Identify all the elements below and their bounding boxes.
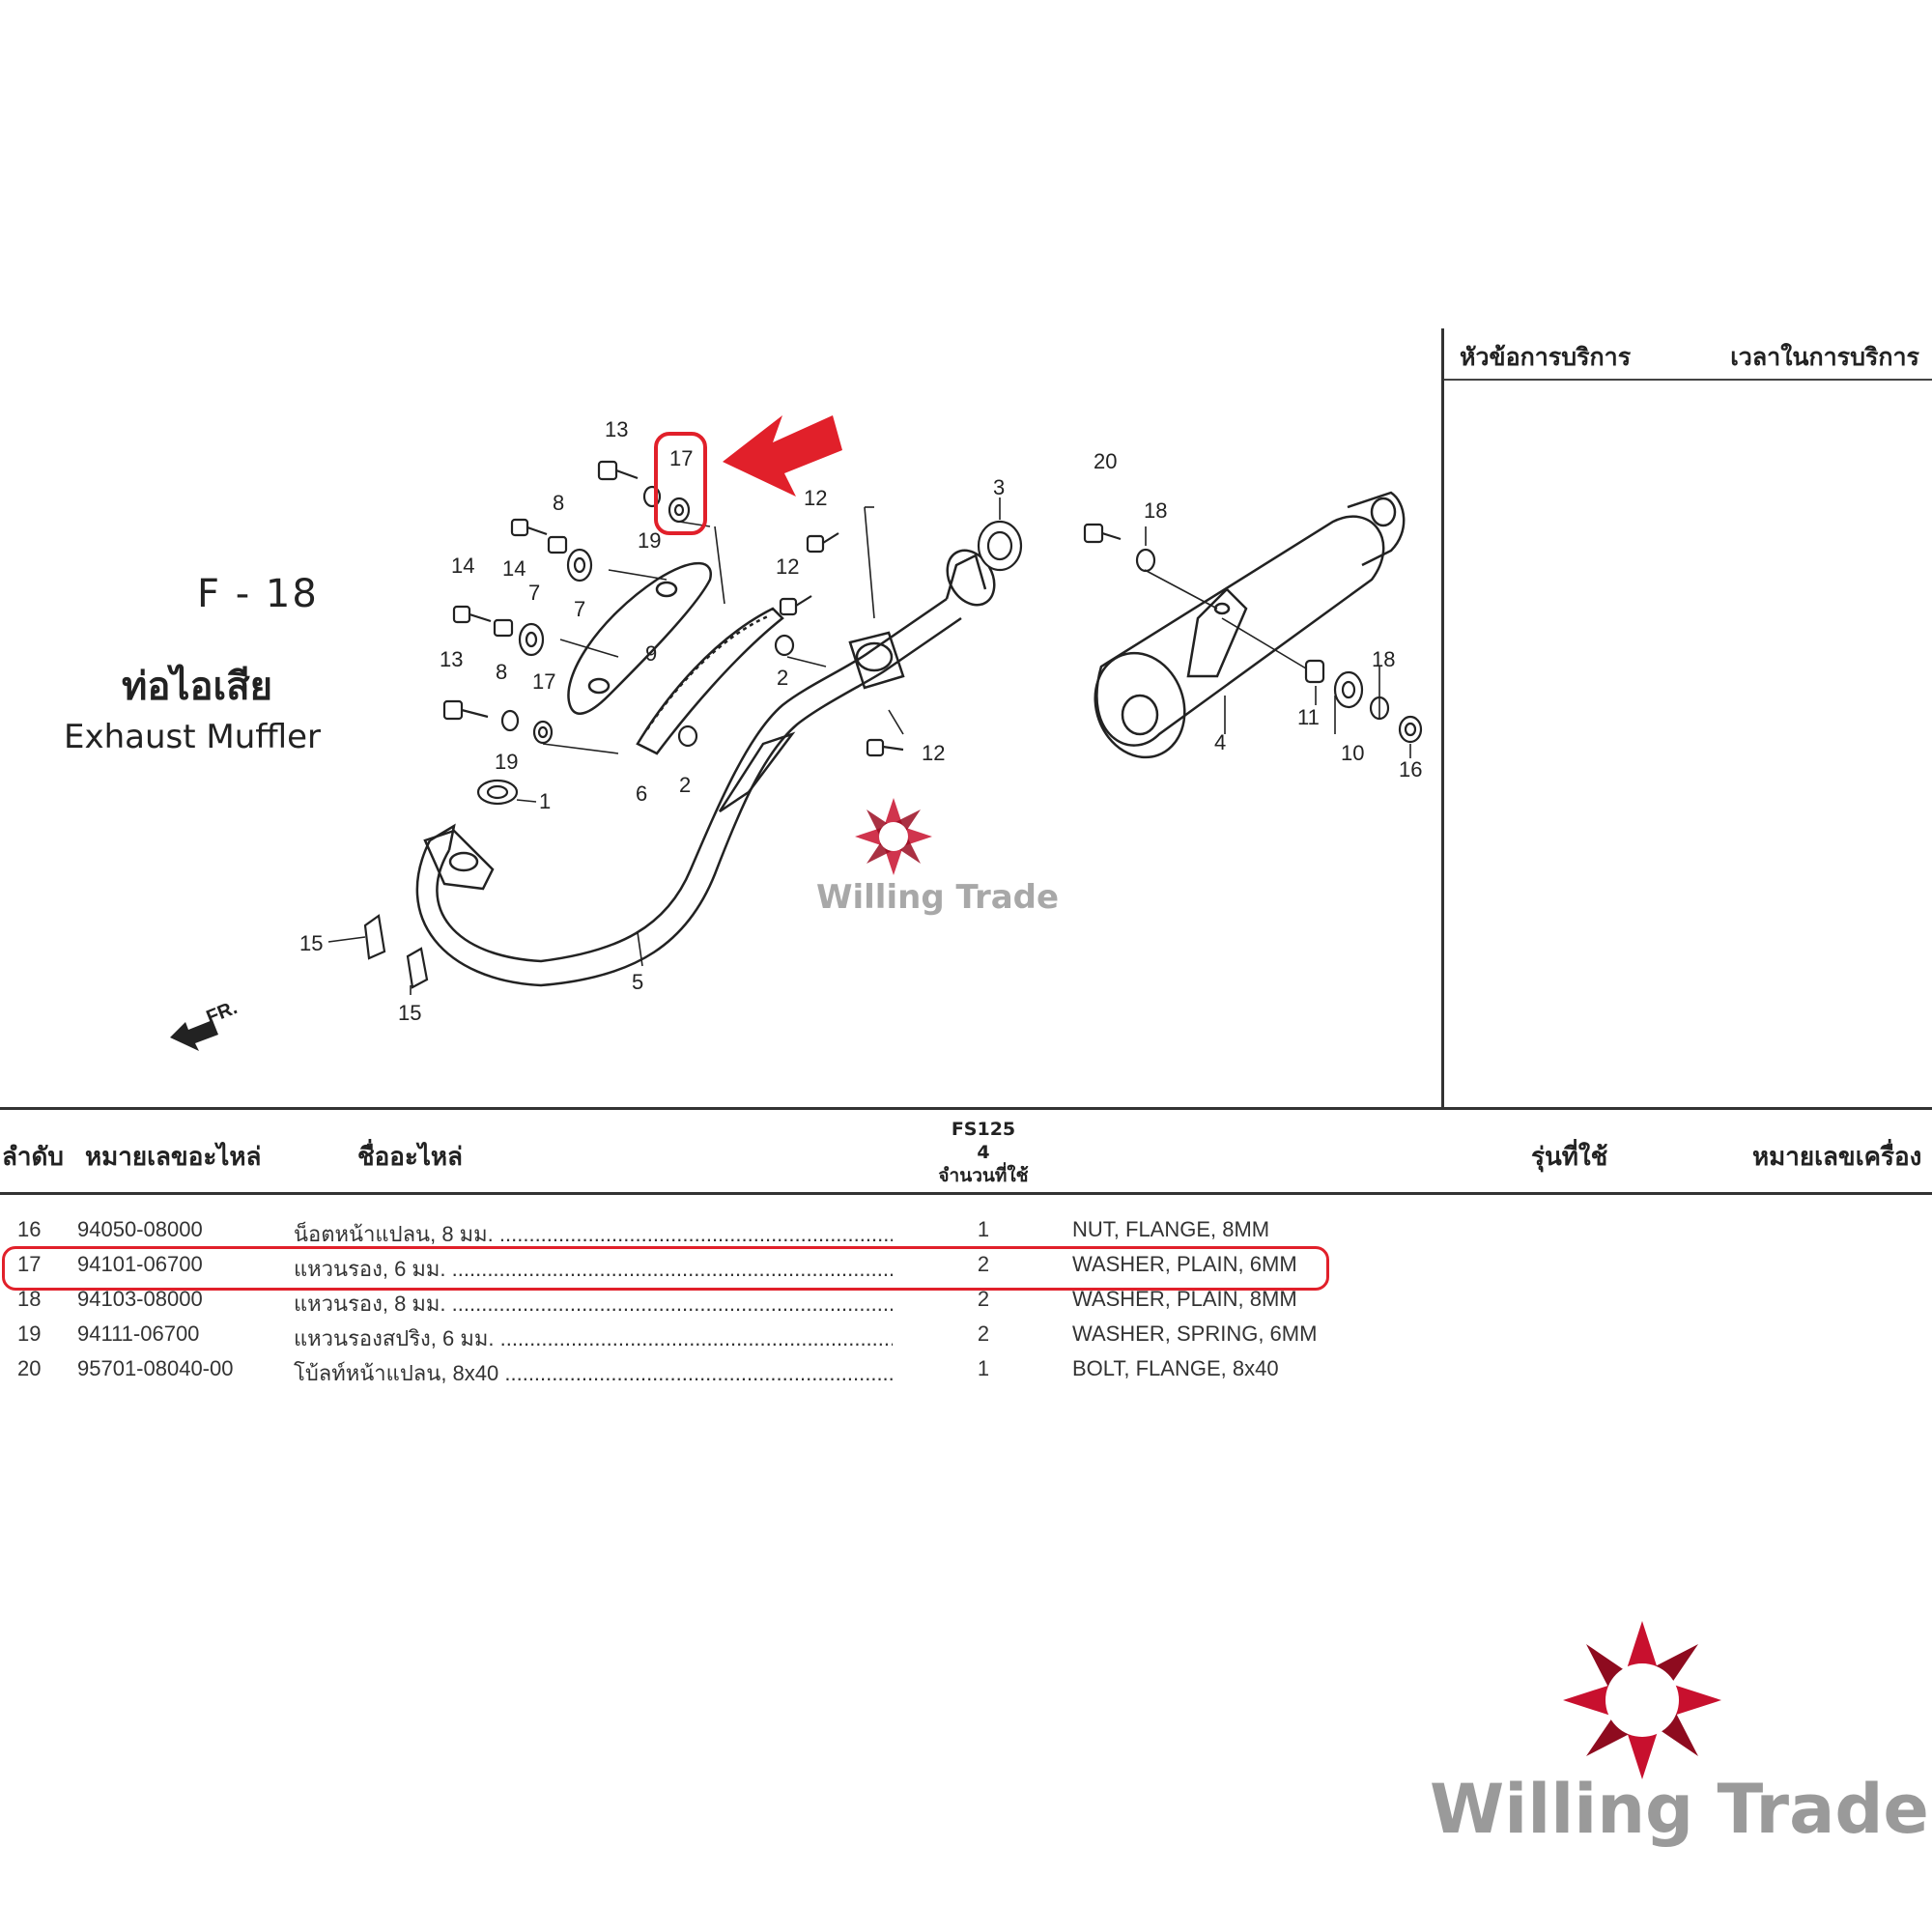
service-panel: หัวข้อการบริการ เวลาในการบริการ [1441, 328, 1932, 1107]
callout-7-a: 7 [528, 581, 540, 605]
callout-2-b: 2 [679, 773, 691, 797]
row-17-highlight [2, 1246, 1329, 1291]
title-english: Exhaust Muffler [64, 718, 322, 756]
callout-18-right: 18 [1372, 647, 1395, 671]
row-part-no: 94111-06700 [77, 1321, 200, 1346]
row-name-en: WASHER, SPRING, 6MM [1072, 1321, 1318, 1346]
watermark-logo-icon [855, 798, 932, 875]
callout-7-b: 7 [574, 597, 585, 621]
table-row: 17 94101-06700 แหวนรอง, 6 มม. ..........… [0, 1248, 1352, 1283]
row-part-no: 95701-08040-00 [77, 1356, 234, 1380]
service-panel-header: หัวข้อการบริการ เวลาในการบริการ [1444, 328, 1932, 381]
heat-shield-lower [718, 731, 796, 813]
callout-5: 5 [632, 970, 643, 994]
callout-10: 10 [1341, 741, 1364, 765]
front-label: FR. [204, 997, 241, 1028]
row-name-th: แหวนรอง, 8 มม. .........................… [294, 1292, 893, 1316]
row-qty: 1 [977, 1356, 990, 1380]
callout-3: 3 [993, 475, 1005, 499]
row-qty: 2 [977, 1252, 990, 1276]
callout-12-a: 12 [804, 486, 827, 510]
table-row: 20 95701-08040-00 โบ้ลท์หน้าแปลน, 8x40 .… [0, 1352, 1352, 1387]
col-model: FS125 4 จำนวนที่ใช้ [935, 1118, 1032, 1187]
callout-13-top: 13 [605, 417, 628, 441]
row-name-th: แหวนรองสปริง, 6 มม. ....................… [294, 1326, 893, 1350]
exhaust-exploded-diagram: 13 17 19 8 12 3 20 18 14 14 7 7 9 12 2 1… [170, 415, 1422, 1051]
table-row: 18 94103-08000 แหวนรอง, 8 มม. ..........… [0, 1283, 1352, 1318]
muffler-body [1095, 515, 1385, 747]
callout-17-bottom: 17 [532, 669, 555, 694]
model-name: FS125 [951, 1119, 1016, 1140]
col-seq: ลำดับ [2, 1143, 64, 1172]
callout-8-top: 8 [553, 491, 564, 515]
model-code: 4 [977, 1142, 990, 1163]
callout-16: 16 [1399, 757, 1422, 781]
row-no: 17 [17, 1252, 42, 1276]
row-name-th: โบ้ลท์หน้าแปลน, 8x40 ...................… [294, 1361, 893, 1385]
callout-11: 11 [1297, 705, 1320, 729]
col-part-name: ชื่ออะไหล่ [357, 1143, 463, 1172]
callout-8-bottom: 8 [496, 660, 507, 684]
col-models-used: รุ่นที่ใช้ [1531, 1143, 1608, 1172]
row-part-no: 94101-06700 [77, 1252, 203, 1276]
callout-14-a: 14 [451, 554, 474, 578]
callout-1: 1 [539, 789, 551, 813]
row-no: 20 [17, 1356, 42, 1380]
row-no: 18 [17, 1287, 42, 1311]
callout-2-a: 2 [777, 666, 788, 690]
watermark-text: Willing Trade [816, 878, 1059, 917]
table-row: 19 94111-06700 แหวนรองสปริง, 6 มม. .....… [0, 1318, 1352, 1352]
callout-14-b: 14 [502, 556, 526, 581]
callout-20: 20 [1094, 449, 1117, 473]
row-qty: 2 [977, 1321, 990, 1346]
callout-4: 4 [1214, 730, 1226, 754]
bracket-9 [567, 561, 712, 715]
callout-17-top: 17 [669, 446, 693, 470]
callout-12-c: 12 [922, 741, 945, 765]
col-part-no: หมายเลขอะไหล่ [85, 1143, 262, 1172]
brand-logo-icon [1563, 1621, 1721, 1779]
front-arrow-icon [170, 1020, 218, 1051]
row-no: 19 [17, 1321, 42, 1346]
row-name-en: WASHER, PLAIN, 6MM [1072, 1252, 1297, 1276]
row-qty: 1 [977, 1217, 990, 1241]
row-name-th: แหวนรอง, 6 มม. .........................… [294, 1257, 893, 1281]
page-code: F - 18 [197, 572, 319, 616]
table-row: 16 94050-08000 น็อตหน้าแปลน, 8 มม. .....… [0, 1213, 1352, 1248]
row-name-en: NUT, FLANGE, 8MM [1072, 1217, 1270, 1241]
callout-12-b: 12 [776, 554, 799, 579]
row-part-no: 94103-08000 [77, 1287, 203, 1311]
pipe-flange [423, 829, 495, 891]
callout-9: 9 [645, 641, 657, 666]
col-qty: จำนวนที่ใช้ [938, 1165, 1029, 1186]
row-name-th: น็อตหน้าแปลน, 8 มม. ....................… [294, 1222, 893, 1246]
row-name-en: WASHER, PLAIN, 8MM [1072, 1287, 1297, 1311]
pointer-arrow-icon [723, 415, 842, 497]
row-no: 16 [17, 1217, 42, 1241]
service-time-header: เวลาในการบริการ [1730, 343, 1919, 371]
row-qty: 2 [977, 1287, 990, 1311]
row-name-en: BOLT, FLANGE, 8x40 [1072, 1356, 1279, 1380]
col-engine-no: หมายเลขเครื่อง [1752, 1143, 1922, 1172]
callout-15-b: 15 [398, 1001, 421, 1025]
callout-19-top: 19 [638, 528, 661, 553]
callout-6: 6 [636, 781, 647, 806]
row-part-no: 94050-08000 [77, 1217, 203, 1241]
service-topic-header: หัวข้อการบริการ [1460, 343, 1632, 371]
callout-13-bottom: 13 [440, 647, 463, 671]
callout-19-bottom: 19 [495, 750, 518, 774]
part-17-highlight [654, 432, 707, 535]
muffler-bracket [1186, 587, 1248, 678]
callout-15-a: 15 [299, 931, 323, 955]
callout-18-top: 18 [1144, 498, 1167, 523]
exhaust-pipe-outline [436, 597, 948, 963]
parts-table-header: ลำดับ หมายเลขอะไหล่ ชื่ออะไหล่ FS125 4 จ… [0, 1107, 1932, 1195]
brand-logo-text: Willing Trade [1430, 1770, 1929, 1849]
title-thai: ท่อไอเสีย [122, 665, 273, 709]
